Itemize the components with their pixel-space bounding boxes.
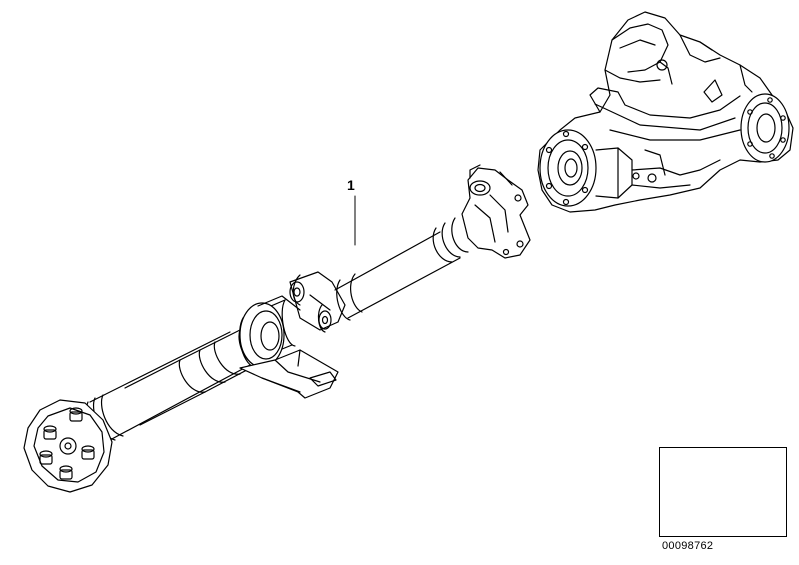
diagram-id-label: 00098762 [662,540,714,552]
car-thumbnail-frame [659,447,787,537]
drive-shaft-icon [86,164,531,443]
flex-disc-coupling-icon [23,399,113,493]
rear-differential-icon [537,11,794,213]
part-callout-number: 1 [347,177,355,193]
center-support-bearing-icon [239,295,339,399]
